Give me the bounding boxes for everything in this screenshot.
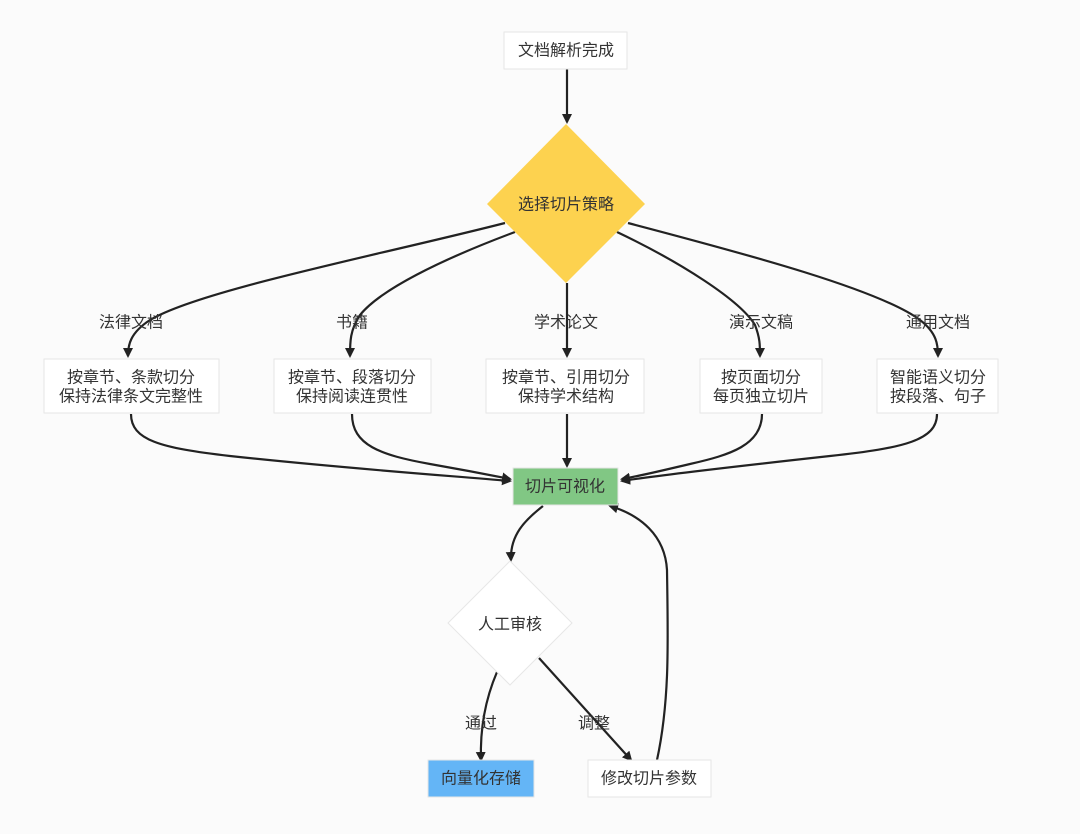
edge-general-to-visualize [620, 413, 939, 485]
node-legal[interactable]: 按章节、条款切分 保持法律条文完整性 [43, 358, 220, 414]
edge-label-pass: 通过 [465, 714, 497, 733]
node-adjust-params-label: 修改切片参数 [601, 769, 697, 788]
edges [123, 69, 943, 762]
node-book-line1: 按章节、段落切分 [288, 368, 416, 387]
node-legal-line1: 按章节、条款切分 [67, 368, 195, 387]
node-parse-done-label: 文档解析完成 [518, 41, 614, 60]
node-visualize-label: 切片可视化 [525, 477, 605, 496]
edge-strategy-to-slides [616, 231, 765, 358]
node-parse-done[interactable]: 文档解析完成 [503, 31, 628, 70]
node-review[interactable]: 人工审核 [447, 560, 573, 686]
edge-label-paper: 学术论文 [534, 313, 598, 332]
node-book-line2: 保持阅读连贯性 [296, 387, 408, 406]
node-store-label: 向量化存储 [441, 769, 521, 788]
node-slides-line2: 每页独立切片 [713, 387, 809, 406]
edge-label-slides: 演示文稿 [729, 313, 793, 332]
edge-label-legal: 法律文档 [99, 313, 163, 332]
node-book[interactable]: 按章节、段落切分 保持阅读连贯性 [273, 358, 432, 414]
edge-label-adjust: 调整 [578, 714, 610, 733]
node-store[interactable]: 向量化存储 [427, 759, 535, 798]
edge-review-to-store [475, 671, 499, 762]
node-paper[interactable]: 按章节、引用切分 保持学术结构 [485, 358, 645, 414]
edge-legal-to-visualize [129, 413, 512, 486]
node-adjust-params[interactable]: 修改切片参数 [587, 759, 712, 798]
edge-book-to-visualize [350, 413, 512, 483]
edge-strategy-to-general [627, 221, 943, 358]
node-choose-strategy-label: 选择切片策略 [518, 195, 614, 214]
edge-slides-to-visualize [620, 413, 764, 483]
edge-labels: 法律文档 书籍 学术论文 演示文稿 通用文档 通过 调整 [99, 313, 970, 733]
edge-adjust-to-visualize [608, 503, 669, 761]
node-visualize[interactable]: 切片可视化 [512, 467, 619, 506]
node-paper-line2: 保持学术结构 [518, 387, 614, 406]
edge-review-to-adjust [538, 657, 633, 762]
edge-label-general: 通用文档 [906, 313, 970, 332]
edge-label-book: 书籍 [336, 313, 368, 332]
node-slides[interactable]: 按页面切分 每页独立切片 [699, 358, 823, 414]
node-choose-strategy[interactable]: 选择切片策略 [487, 124, 645, 283]
edge-strategy-to-book [345, 230, 516, 358]
edge-visualize-to-review [505, 505, 544, 562]
node-general[interactable]: 智能语义切分 按段落、句子 [876, 358, 999, 414]
node-legal-line2: 保持法律条文完整性 [59, 387, 203, 406]
node-paper-line1: 按章节、引用切分 [502, 368, 630, 387]
node-general-line1: 智能语义切分 [890, 368, 986, 387]
edge-strategy-to-legal [123, 221, 506, 358]
node-slides-line1: 按页面切分 [721, 368, 801, 387]
node-review-label: 人工审核 [478, 615, 542, 634]
node-general-line2: 按段落、句子 [890, 387, 986, 406]
